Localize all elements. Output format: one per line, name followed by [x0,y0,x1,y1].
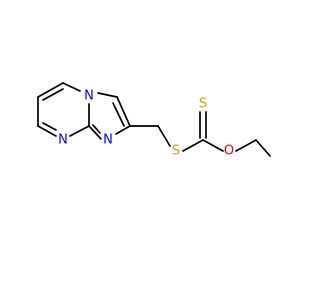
side-chain [129,111,271,157]
bond-n1-c8a-inner [92,124,101,134]
imidazole-ring [88,92,131,140]
bond-c2-n1 [115,125,131,135]
bond-n4-c3 [97,92,118,98]
atom-n-pyrimidine: N [58,133,68,148]
bond-c5-c6-inner [42,88,64,101]
molecule-canvas: N N N S S O [37,82,271,159]
bond-n8-c8a [69,125,90,137]
atom-s-thioether: S [172,144,180,159]
bond-n1-c8a [88,125,102,140]
atom-n-imidazole: N [103,133,113,148]
bond-ch2-s [157,125,171,147]
bond-c7-n8-inner [42,122,57,131]
atom-n-bridge: N [84,89,94,104]
atom-s-thione: S [199,97,207,112]
pyrimidine-ring [37,82,90,137]
bond-c3-c2 [116,96,131,127]
atom-o-ester: O [224,144,234,159]
bond-c7-n8 [37,125,57,137]
bond-o-ch2 [235,139,257,152]
bond-n4-c5 [62,82,81,92]
bond-s-c [182,139,204,152]
bond-c5-c6 [37,82,64,98]
bond-c3-c2-inner [112,102,125,127]
bond-ch2-ch3 [255,139,271,157]
structure-diagram: N N N S S O [37,82,271,159]
bond-c-o [202,139,224,152]
